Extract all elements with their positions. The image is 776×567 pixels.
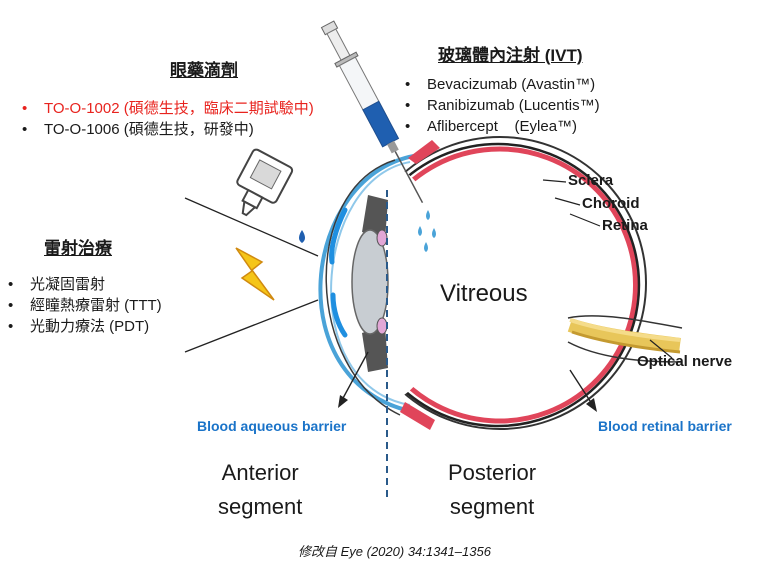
ivt-list: Bevacizumab (Avastin™) Ranibizumab (Luce…: [405, 74, 600, 137]
retina-layer: [393, 146, 638, 424]
lens: [351, 229, 389, 335]
citation: 修改自 Eye (2020) 34:1341–1356: [298, 544, 491, 559]
syringe: [320, 20, 424, 204]
choroid-layer: [391, 142, 641, 428]
laser-list: 光凝固雷射 經瞳熱療雷射 (TTT) 光動力療法 (PDT): [8, 274, 162, 337]
eye-drops-list: TO-O-1002 (碩德生技，臨床二期試驗中) TO-O-1006 (碩德生技…: [22, 98, 314, 140]
ciliary-bottom: [376, 317, 388, 335]
retinal-arrow-head: [586, 398, 597, 412]
laser-pointer-line-bottom: [184, 299, 319, 353]
retina-label: Retina: [602, 217, 648, 234]
red-wedge-bottom: [400, 402, 435, 430]
tear-strip-top: [329, 207, 348, 265]
ivt-item-2: Ranibizumab (Lucentis™): [405, 95, 600, 116]
vitreous-label: Vitreous: [440, 280, 528, 307]
anterior-segment-label: Anterior segment: [218, 460, 303, 519]
iris-bottom: [362, 325, 388, 372]
choroid-label: Choroid: [582, 195, 640, 212]
eye-drop-bottle: [236, 148, 294, 217]
retina-callout: [569, 213, 601, 227]
cornea-edge: [325, 159, 401, 416]
ciliary-top: [376, 229, 388, 247]
ivt-item-1: Bevacizumab (Avastin™): [405, 74, 600, 95]
laser-pointer-line-top: [184, 197, 319, 257]
sclera-callout: [542, 179, 567, 183]
blood-aqueous-barrier-label: Blood aqueous barrier: [197, 418, 347, 434]
optical-nerve-label: Optical nerve: [637, 353, 733, 370]
eye-drops-item-2: TO-O-1006 (碩德生技，研發中): [22, 119, 314, 140]
eye-drop: [299, 230, 305, 243]
sclera-label: Sclera: [568, 172, 614, 189]
cornea-inner: [330, 161, 411, 406]
optic-callout: [649, 339, 673, 359]
tear-strip-bottom: [330, 292, 348, 338]
posterior-segment-label: Posterior segment: [448, 460, 537, 519]
iris-top: [362, 195, 388, 240]
retinal-arrow-line: [569, 369, 593, 405]
laser-item-3: 光動力療法 (PDT): [8, 316, 162, 337]
laser-item-1: 光凝固雷射: [8, 274, 162, 295]
red-wedge-top: [408, 140, 440, 164]
laser-title: 雷射治療: [44, 239, 112, 258]
aqueous-arrow-head: [338, 395, 348, 408]
laser-item-2: 經瞳熱療雷射 (TTT): [8, 295, 162, 316]
ivt-title: 玻璃體內注射 (IVT): [438, 46, 583, 65]
optic-nerve: [567, 315, 683, 363]
aqueous-arrow-line: [341, 351, 369, 401]
eye-drops-title: 眼藥滴劑: [170, 61, 238, 80]
eye-drops-item-1: TO-O-1002 (碩德生技，臨床二期試驗中): [22, 98, 314, 119]
ivt-drops: [418, 210, 436, 252]
lightning-icon: [235, 247, 275, 301]
choroid-callout: [554, 197, 581, 206]
ivt-item-3: Aflibercept (Eylea™): [405, 116, 600, 137]
blood-retinal-barrier-label: Blood retinal barrier: [598, 418, 732, 434]
